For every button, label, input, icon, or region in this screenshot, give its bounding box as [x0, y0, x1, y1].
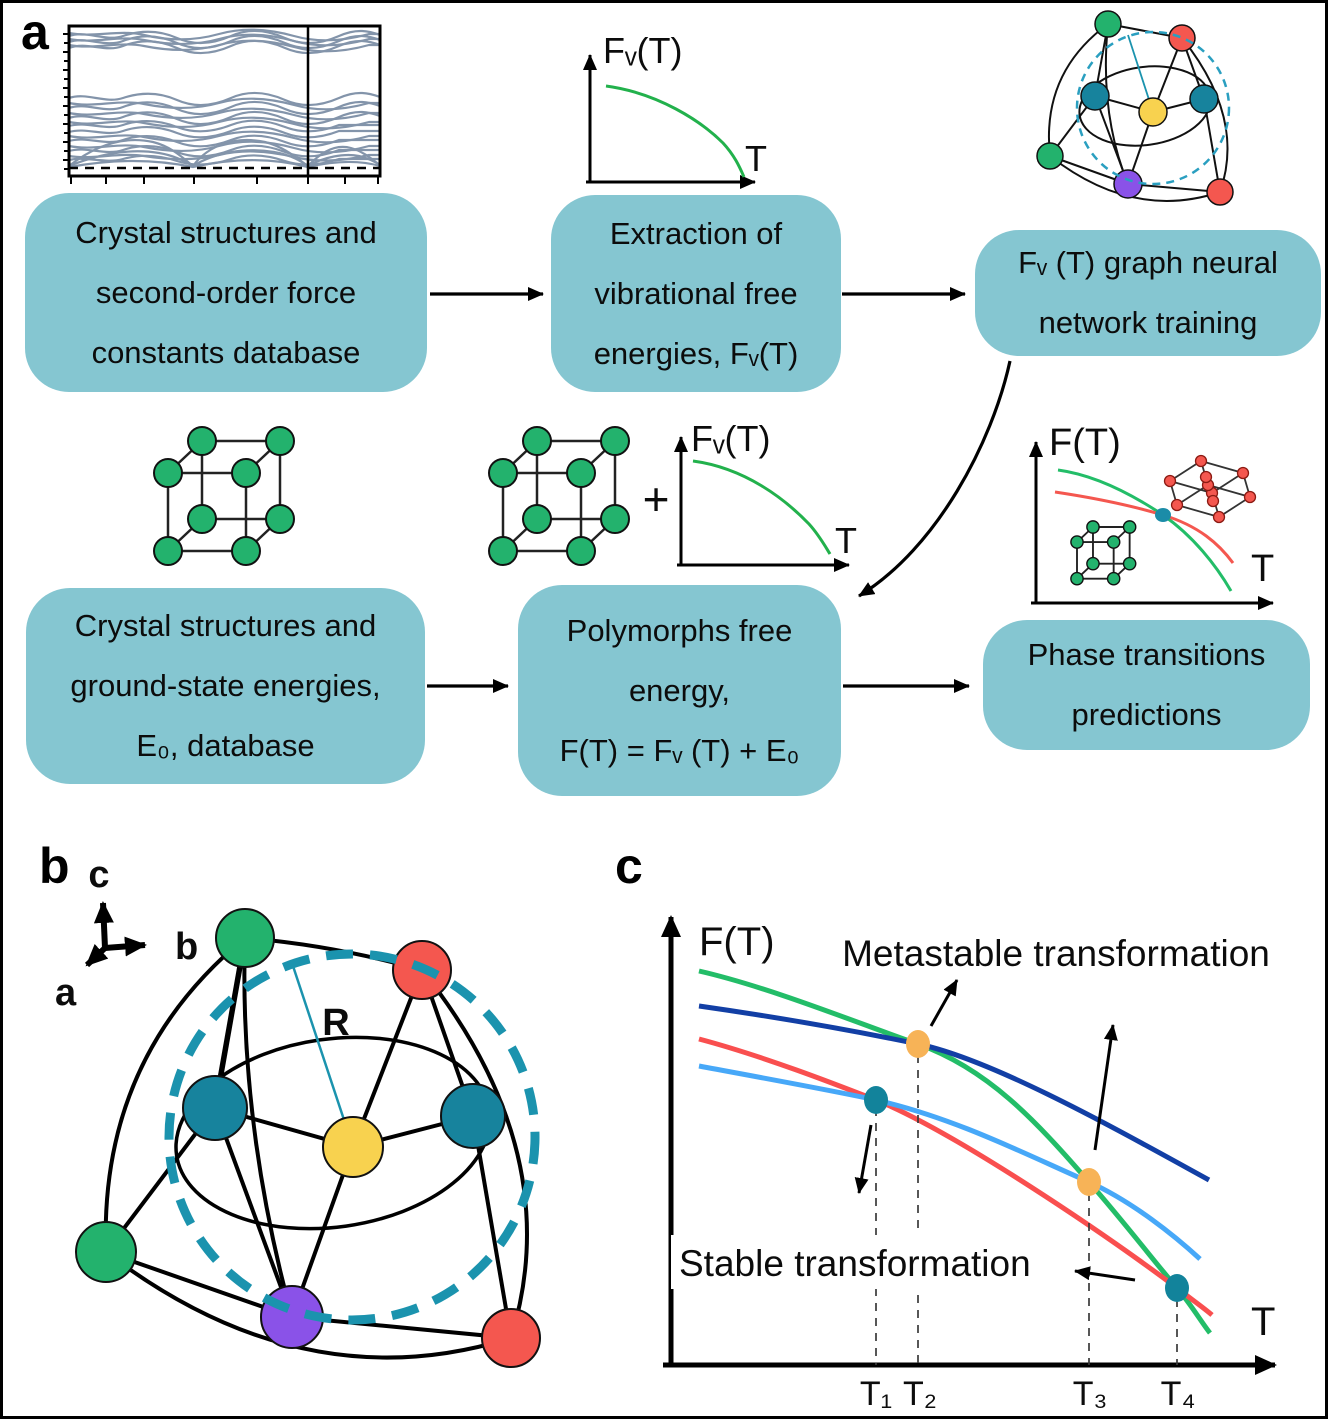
transition-point-dot [1155, 508, 1171, 522]
gnn-node-red [1206, 178, 1234, 206]
fv-curve [605, 84, 746, 178]
axis-a-label: a [55, 972, 77, 1014]
ft-plot: F(T) T [1029, 422, 1274, 610]
hexagonal-phase-icon [1163, 454, 1257, 524]
box-line: E₀, database [136, 728, 315, 763]
fv-plot-mid: Fᵥ(T) T [674, 418, 857, 572]
gnn-node-teal [1189, 84, 1219, 114]
intersection-dot-t2 [906, 1030, 930, 1058]
crystal-cube-icon [488, 426, 630, 566]
axis-c-label: c [88, 854, 109, 896]
arrow-t2-to-metastable [929, 979, 959, 1027]
fv-mid-xlabel: T [835, 520, 857, 561]
arrow-gnn-to-polymorphs [858, 360, 1012, 598]
radius-label: R [322, 1002, 349, 1044]
ft-ylabel: F(T) [1049, 422, 1121, 464]
cubic-phase-icon [1070, 520, 1137, 586]
box-phase-transitions: Phase transitions predictions [983, 620, 1310, 750]
box-line: Crystal structures and [74, 608, 377, 643]
metastable-annotation: Metastable transformation [842, 933, 1270, 974]
box-gnn-training: Fᵥ (T) graph neural network training [975, 230, 1321, 356]
box-crystal-force-constants: Crystal structures and second-order forc… [25, 193, 427, 392]
box-line: network training [1038, 305, 1258, 340]
node-teal-right [440, 1083, 506, 1149]
gnn-node-green [1094, 10, 1122, 38]
node-yellow-center [322, 1116, 384, 1178]
node-green-bottom-left [75, 1221, 137, 1283]
c-ylabel: F(T) [699, 920, 775, 964]
box-line: ground-state energies, [70, 668, 381, 703]
arrow-t4-to-stable [1074, 1266, 1136, 1282]
panel-b-axes: c b a [55, 854, 198, 1014]
box-line: Fᵥ (T) graph neural [1018, 245, 1278, 280]
free-energy-chart: Metastable transformation Stable transfo… [661, 915, 1277, 1413]
box-line: Crystal structures and [75, 214, 377, 250]
tick-t1: T₁ [860, 1375, 892, 1413]
curve-light-blue [698, 1063, 1202, 1261]
box-line: Polymorphs free [566, 612, 793, 648]
arrow-t1-to-stable [854, 1124, 873, 1194]
gnn-cutoff-circle [1075, 30, 1231, 186]
curve-dark-blue [698, 1003, 1211, 1183]
fv-top-ylabel: Fᵥ(T) [603, 30, 683, 71]
node-red-bottom-right [481, 1308, 541, 1368]
arrow-t3-to-metastable [1093, 1024, 1118, 1151]
plus-sign: + [643, 473, 670, 525]
cutoff-radius-circle [164, 949, 540, 1325]
tick-t3: T₃ [1073, 1375, 1108, 1413]
box-line: F(T) = Fᵥ (T) + E₀ [559, 732, 800, 768]
panel-b-label: b [39, 838, 70, 894]
radius-line [290, 962, 355, 1148]
fv-top-xlabel: T [745, 138, 767, 179]
phonon-band-structure-icon [63, 24, 382, 184]
box-line: constants database [91, 334, 361, 370]
ft-xlabel: T [1251, 548, 1274, 590]
flow-arrows [427, 287, 1012, 693]
tick-t4: T₄ [1161, 1375, 1196, 1413]
box-line: energies, Fᵥ(T) [593, 335, 799, 371]
fv-plot-top: Fᵥ(T) T [583, 30, 767, 189]
fv-curve [692, 459, 832, 555]
box-line: Phase transitions [1027, 637, 1266, 672]
intersection-dot-t1 [864, 1086, 888, 1114]
box-crystal-ground-state: Crystal structures and ground-state ener… [26, 588, 425, 784]
gnn-node-green [1036, 142, 1064, 170]
gnn-graph-icon [1036, 10, 1234, 206]
box-line: vibrational free [594, 275, 798, 311]
panel-a-label: a [21, 4, 49, 60]
intersection-dot-t3 [1077, 1168, 1101, 1196]
stable-annotation: Stable transformation [679, 1243, 1031, 1284]
axis-b-label: b [175, 926, 198, 968]
box-extraction-vibrational: Extraction of vibrational free energies,… [551, 195, 841, 392]
box-polymorphs-free-energy: Polymorphs free energy, F(T) = Fᵥ (T) + … [518, 585, 841, 796]
gnn-node-yellow [1138, 97, 1168, 127]
gnn-node-teal [1080, 81, 1110, 111]
box-line: Extraction of [609, 215, 783, 251]
node-green-top [215, 908, 275, 968]
gnn-node-red [1168, 24, 1196, 52]
figure-graphics: Fᵥ(T) T [55, 10, 1277, 1413]
crystal-graph: R [75, 908, 541, 1368]
fv-mid-ylabel: Fᵥ(T) [691, 418, 771, 459]
box-line: energy, [628, 672, 731, 708]
intersection-dot-t4 [1165, 1274, 1189, 1302]
box-line: second-order force [95, 274, 357, 310]
panel-c-label: c [615, 838, 643, 894]
c-xlabel: T [1251, 1300, 1275, 1344]
node-teal-left [182, 1075, 248, 1141]
box-line: predictions [1071, 697, 1222, 732]
tick-t2: T₂ [903, 1375, 937, 1413]
crystal-cube-icon [153, 426, 295, 566]
